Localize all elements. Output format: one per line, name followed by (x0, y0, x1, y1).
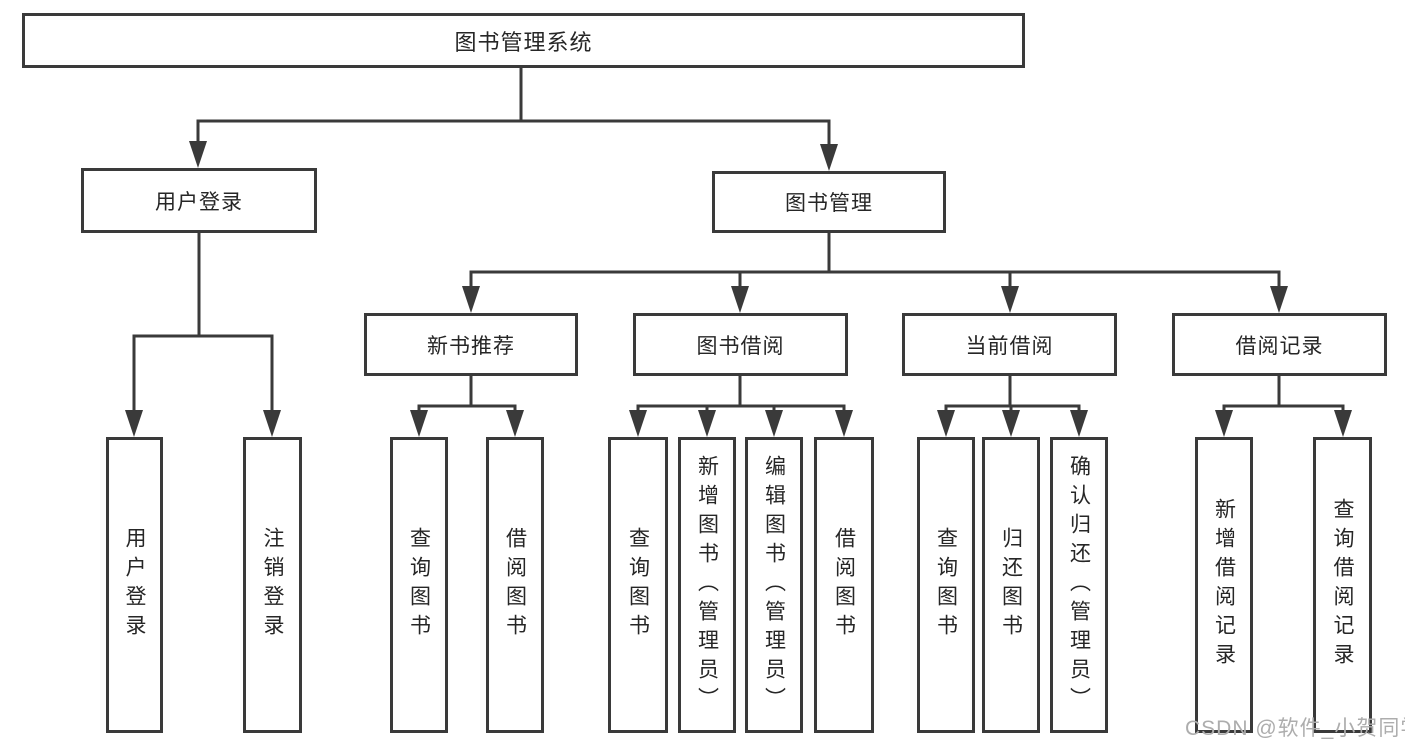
node-user-login: 用户登录 (81, 168, 317, 233)
arrow-down-icon (462, 286, 480, 313)
arrow-down-icon (698, 410, 716, 437)
leaf-query-books-recommend: 查询图书 (390, 437, 448, 733)
arrow-down-icon (937, 410, 955, 437)
arrow-down-icon (1002, 410, 1020, 437)
arrow-down-icon (410, 410, 428, 437)
node-borrowing-records: 借阅记录 (1172, 313, 1387, 376)
node-new-book-recommendation: 新书推荐 (364, 313, 578, 376)
leaf-confirm-return-admin: 确认归还（管理员） (1050, 437, 1108, 733)
arrowheads (125, 141, 1352, 437)
leaf-query-books-borrowing: 查询图书 (608, 437, 668, 733)
arrow-down-icon (125, 410, 143, 437)
arrow-down-icon (1334, 410, 1352, 437)
leaf-add-borrow-record: 新增借阅记录 (1195, 437, 1253, 733)
csdn-watermark: CSDN @软件_小贺同学 (1185, 717, 1405, 740)
leaf-return-books: 归还图书 (982, 437, 1040, 733)
arrow-down-icon (820, 144, 838, 171)
arrow-down-icon (263, 410, 281, 437)
leaf-borrow-books-recommend: 借阅图书 (486, 437, 544, 733)
leaf-edit-books-admin: 编辑图书（管理员） (745, 437, 803, 733)
arrow-down-icon (1070, 410, 1088, 437)
arrow-down-icon (506, 410, 524, 437)
node-library-management-system: 图书管理系统 (22, 13, 1025, 68)
node-book-management: 图书管理 (712, 171, 946, 233)
arrow-down-icon (765, 410, 783, 437)
arrow-down-icon (1215, 410, 1233, 437)
leaf-logout: 注销登录 (243, 437, 302, 733)
leaf-add-books-admin: 新增图书（管理员） (678, 437, 736, 733)
arrow-down-icon (189, 141, 207, 168)
leaf-query-books-current: 查询图书 (917, 437, 975, 733)
connector-lines (132, 68, 1345, 414)
arrow-down-icon (1001, 286, 1019, 313)
arrow-down-icon (1270, 286, 1288, 313)
node-book-borrowing: 图书借阅 (633, 313, 848, 376)
leaf-borrow-books-borrowing: 借阅图书 (814, 437, 874, 733)
leaf-user-login: 用户登录 (106, 437, 163, 733)
arrow-down-icon (731, 286, 749, 313)
node-current-borrowing: 当前借阅 (902, 313, 1117, 376)
leaf-query-borrow-record: 查询借阅记录 (1313, 437, 1372, 733)
arrow-down-icon (629, 410, 647, 437)
arrow-down-icon (835, 410, 853, 437)
